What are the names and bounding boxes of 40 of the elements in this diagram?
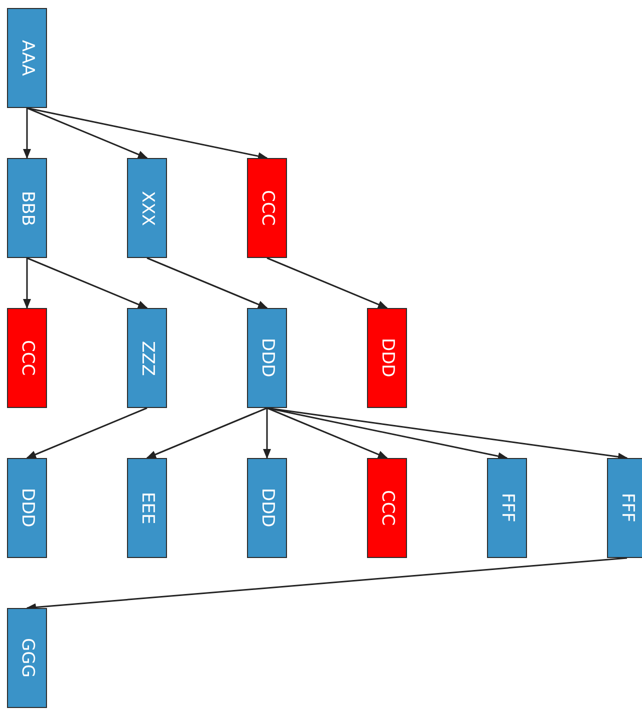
arrow xyxy=(146,257,268,309)
arrow xyxy=(263,408,271,459)
arrow xyxy=(26,407,148,459)
box-label: DDD xyxy=(18,488,36,528)
box-label: DDD xyxy=(258,338,276,378)
box-label: FFF xyxy=(618,493,636,523)
box-label: CCC xyxy=(18,340,36,376)
box-label: XXX xyxy=(138,190,156,226)
box-label: GGG xyxy=(18,638,36,678)
arrow xyxy=(26,257,148,309)
arrow xyxy=(146,407,268,459)
process-box xyxy=(7,458,47,558)
process-box xyxy=(7,608,47,708)
process-box xyxy=(247,308,287,408)
process-box xyxy=(607,458,642,558)
process-box xyxy=(247,458,287,558)
process-box xyxy=(127,458,167,558)
box-label: BBB xyxy=(18,190,36,226)
box-label: DDD xyxy=(258,488,276,528)
process-box xyxy=(247,158,287,258)
box-label: AAA xyxy=(18,40,36,76)
box-label: CCC xyxy=(258,190,276,226)
process-box xyxy=(487,458,527,558)
box-label: ZZZ xyxy=(138,340,156,376)
arrow xyxy=(26,107,148,159)
process-box xyxy=(7,158,47,258)
arrow xyxy=(23,258,31,309)
process-box xyxy=(7,8,47,108)
process-box xyxy=(367,458,407,558)
box-label: EEE xyxy=(138,492,156,524)
process-box xyxy=(7,308,47,408)
box-label: FFF xyxy=(498,493,516,523)
arrow xyxy=(23,108,31,159)
box-label: CCC xyxy=(378,490,396,526)
arrow xyxy=(266,407,388,459)
process-box xyxy=(127,308,167,408)
process-box xyxy=(127,158,167,258)
box-label: DDD xyxy=(378,338,396,378)
process-box xyxy=(367,308,407,408)
arrow xyxy=(266,257,388,309)
